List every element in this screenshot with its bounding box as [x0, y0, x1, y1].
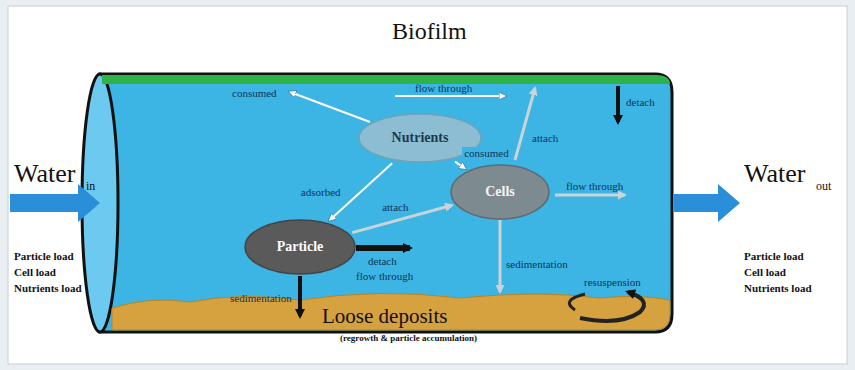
process-label: sedimentation — [230, 292, 292, 304]
detach-arrow — [356, 245, 410, 251]
resuspension-arrow — [569, 294, 585, 310]
sedimentation-arrow — [298, 276, 302, 316]
process-label: flow through — [566, 180, 623, 192]
detach-arrow — [616, 86, 620, 122]
attach-arrow — [515, 88, 535, 160]
load-label: Cell load — [744, 266, 786, 278]
subscript-label: out — [816, 180, 831, 193]
load-label: Nutrients load — [744, 282, 812, 294]
water-label: Water — [744, 160, 805, 189]
title-label: Biofilm — [392, 18, 467, 44]
frame — [8, 6, 847, 364]
sedimentation-arrow — [499, 220, 502, 292]
edge-label: consumed — [462, 147, 511, 159]
node-text: Cells — [485, 184, 515, 200]
load-label: Particle load — [744, 250, 804, 262]
particle-ellipse: Particle — [244, 219, 356, 275]
cells-ellipse: Cells — [450, 164, 550, 220]
ellipse-shape — [245, 220, 355, 274]
process-label: detach — [626, 96, 655, 108]
subscript-label: in — [86, 180, 95, 193]
process-label: flow through — [356, 270, 413, 282]
flow-through-arrow — [395, 95, 505, 97]
consumed-arrow — [290, 92, 370, 122]
load-label: Cell load — [14, 266, 56, 278]
resuspension-arrow — [580, 292, 644, 321]
process-label: flow through — [415, 82, 472, 94]
water-out-arrow — [674, 184, 740, 222]
pipe-body — [100, 74, 672, 332]
deposits-label: Loose deposits — [322, 305, 447, 328]
load-label: Nutrients load — [14, 282, 82, 294]
water-label: Water — [14, 160, 75, 189]
process-label: resuspension — [584, 276, 641, 288]
process-label: detach — [368, 255, 397, 267]
process-label: sedimentation — [506, 258, 568, 270]
edge-label: adsorbed — [299, 186, 343, 198]
load-label: Particle load — [14, 250, 74, 262]
process-label: attach — [532, 132, 558, 144]
ellipse-shape — [451, 165, 549, 219]
process-label: consumed — [232, 87, 277, 99]
node-text: Particle — [277, 239, 324, 255]
flow-through-arrow — [555, 194, 625, 197]
process-arrow — [455, 162, 465, 169]
edge-label: attach — [380, 201, 410, 213]
deposits-note: (regrowth & particle accumulation) — [340, 334, 477, 344]
loose-deposits — [112, 293, 670, 330]
biofilm-layer — [102, 75, 670, 84]
node-text: Nutrients — [392, 130, 449, 146]
